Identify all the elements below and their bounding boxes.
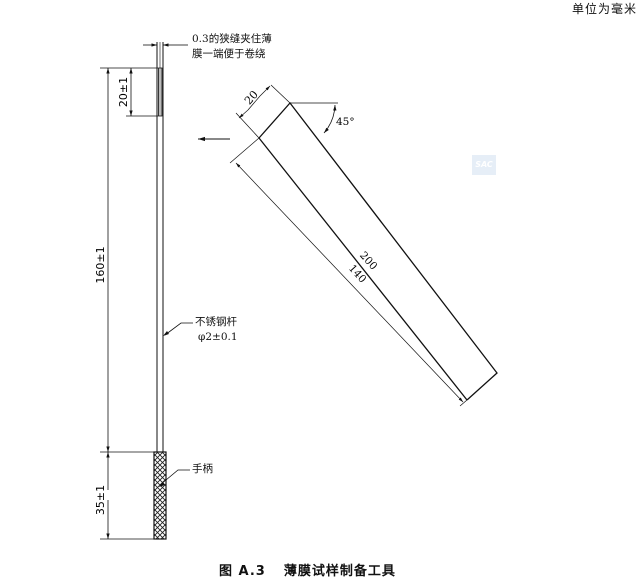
caption-number: 图 A.3 [219, 564, 266, 579]
rod-diameter: φ2±0.1 [198, 331, 238, 343]
film-sample [258, 101, 498, 401]
slit-note-line2: 膜一端便于卷绕 [192, 48, 266, 60]
unit-label: 单位为毫米 [572, 2, 638, 16]
handle-length-text: 35±1 [94, 485, 107, 515]
caption-title: 薄膜试样制备工具 [283, 564, 396, 579]
slit-note-line1: 0.3的狭缝夹住薄 [192, 33, 272, 45]
handle [153, 451, 167, 540]
angle-text: 45° [336, 116, 355, 128]
stainless-rod [156, 42, 164, 452]
rod-note: 不锈钢杆 φ2±0.1 [195, 315, 238, 345]
slit-length-text: 20±1 [117, 77, 130, 107]
handle-leader [159, 469, 190, 486]
film-width-text: 20 [242, 88, 261, 107]
rod-leader [164, 322, 193, 336]
slit-note: 0.3的狭缝夹住薄 膜一端便于卷绕 [192, 32, 272, 62]
rod-label: 不锈钢杆 [195, 316, 237, 328]
sac-watermark: SAC [472, 155, 496, 175]
rod-length-text: 160±1 [94, 246, 107, 283]
handle-label: 手柄 [192, 463, 213, 475]
figure-caption: 图 A.3 薄膜试样制备工具 [219, 560, 396, 579]
